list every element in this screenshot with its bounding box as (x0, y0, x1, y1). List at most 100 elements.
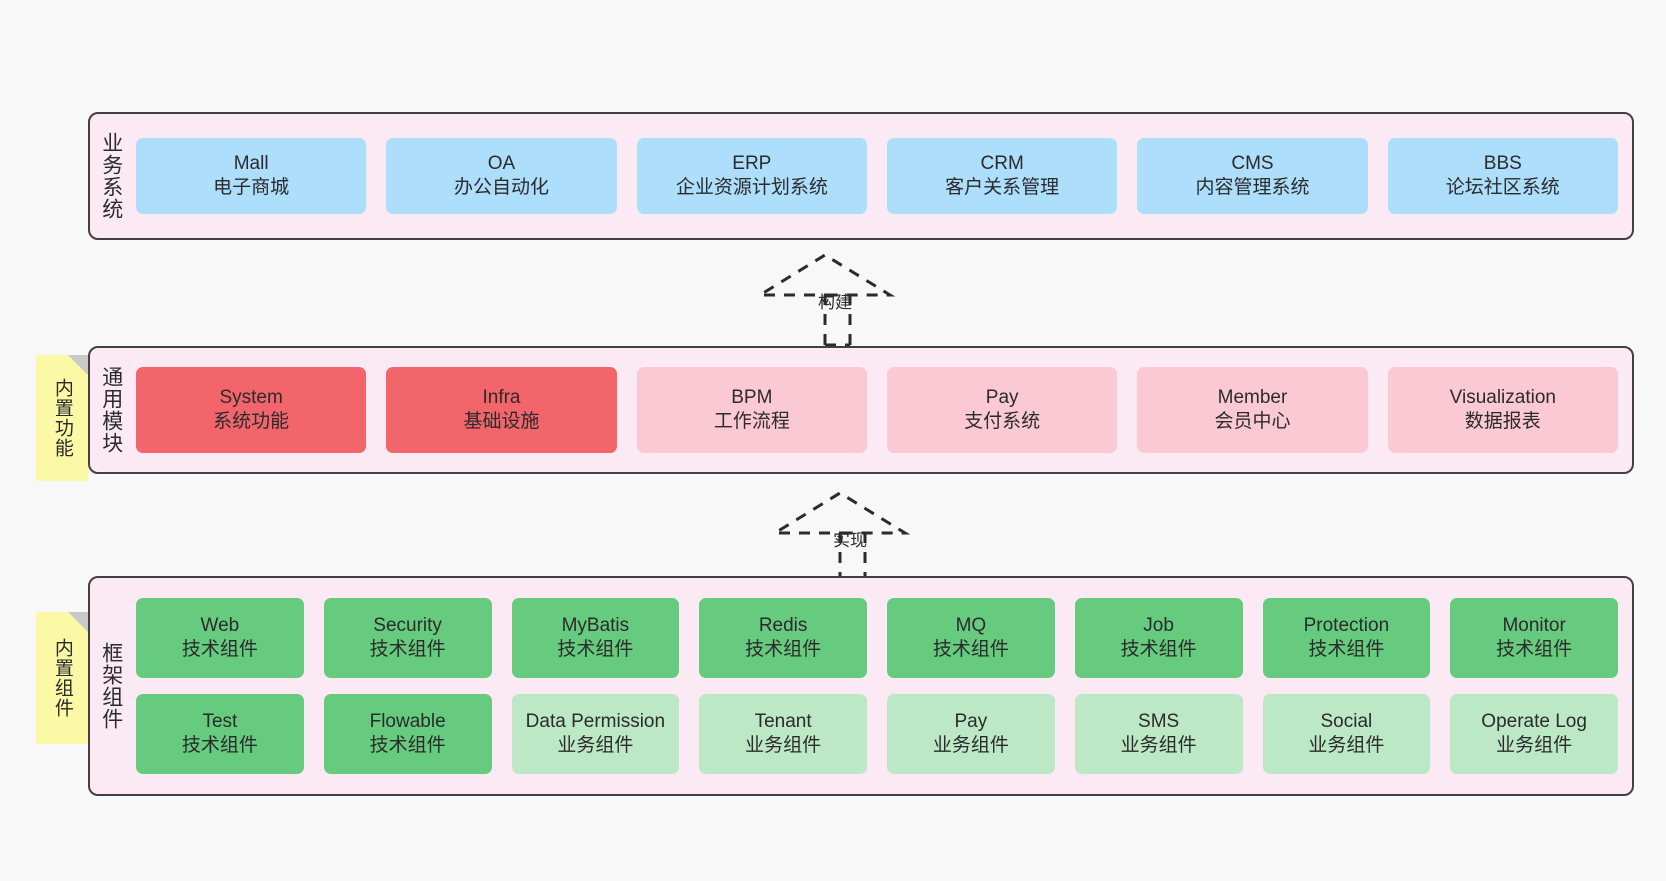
layer-row: Web 技术组件 Security 技术组件 MyBatis 技术组件 Redi… (136, 598, 1618, 678)
layer-body-business: Mall 电子商城 OA 办公自动化 ERP 企业资源计划系统 CRM 客户关系… (132, 114, 1632, 238)
card-security[interactable]: Security 技术组件 (323, 598, 492, 678)
card-subtitle: 基础设施 (463, 411, 540, 432)
card-subtitle: 业务组件 (557, 735, 634, 756)
card-title: Data Permission (525, 710, 666, 732)
arrow-build-shape (754, 253, 896, 347)
layer-framework-components: 框架组件 Web 技术组件 Security 技术组件 MyBatis 技术组件… (88, 576, 1634, 796)
card-sms[interactable]: SMS 业务组件 (1074, 694, 1243, 774)
generalization-arrow-icon (769, 491, 911, 583)
arrow-implement: 实现 (755, 488, 955, 588)
layer-business-system: 业务系统 Mall 电子商城 OA 办公自动化 ERP 企业资源计划系统 CRM… (88, 112, 1634, 240)
card-title: SMS (1138, 710, 1180, 732)
card-protection[interactable]: Protection 技术组件 (1262, 598, 1431, 678)
card-subtitle: 企业资源计划系统 (675, 177, 828, 198)
card-bbs[interactable]: BBS 论坛社区系统 (1387, 138, 1618, 214)
card-cms[interactable]: CMS 内容管理系统 (1137, 138, 1368, 214)
layer-title-business: 业务系统 (99, 132, 123, 220)
layer-common-modules: 通用模块 System 系统功能 Infra 基础设施 BPM 工作流程 Pay… (88, 346, 1634, 474)
card-subtitle: 电子商城 (213, 177, 290, 198)
card-subtitle: 会员中心 (1214, 411, 1291, 432)
sticky-note-builtin-function: 内置功能 (36, 355, 88, 481)
sticky-note-builtin-component: 内置组件 (36, 612, 88, 744)
card-redis[interactable]: Redis 技术组件 (699, 598, 867, 678)
layer-title-modules: 通用模块 (99, 366, 123, 454)
generalization-arrow-icon (754, 253, 896, 345)
card-title: MQ (955, 614, 987, 636)
card-subtitle: 系统功能 (213, 411, 290, 432)
layer-body-framework: Web 技术组件 Security 技术组件 MyBatis 技术组件 Redi… (132, 578, 1632, 794)
card-title: BPM (731, 386, 773, 408)
card-title: System (219, 386, 283, 408)
card-subtitle: 技术组件 (369, 735, 446, 756)
layer-row: System 系统功能 Infra 基础设施 BPM 工作流程 Pay 支付系统… (136, 367, 1618, 453)
card-title: Infra (482, 386, 521, 408)
card-title: Social (1320, 710, 1373, 732)
card-tenant[interactable]: Tenant 业务组件 (699, 694, 867, 774)
card-subtitle: 技术组件 (181, 639, 258, 660)
card-title: OA (487, 152, 516, 174)
card-erp[interactable]: ERP 企业资源计划系统 (636, 138, 867, 214)
layer-row: Mall 电子商城 OA 办公自动化 ERP 企业资源计划系统 CRM 客户关系… (136, 138, 1618, 214)
arrow-label-build: 构建 (818, 293, 852, 312)
card-flowable[interactable]: Flowable 技术组件 (323, 694, 492, 774)
card-web[interactable]: Web 技术组件 (136, 598, 304, 678)
card-title: CMS (1231, 152, 1274, 174)
card-infra[interactable]: Infra 基础设施 (386, 367, 617, 453)
card-title: Monitor (1502, 614, 1566, 636)
card-pay-component[interactable]: Pay 业务组件 (887, 694, 1055, 774)
card-operate-log[interactable]: Operate Log 业务组件 (1450, 694, 1618, 774)
card-subtitle: 办公自动化 (453, 177, 549, 198)
card-crm[interactable]: CRM 客户关系管理 (886, 138, 1118, 214)
card-title: BBS (1483, 152, 1522, 174)
card-data-permission[interactable]: Data Permission 业务组件 (511, 694, 680, 774)
card-member[interactable]: Member 会员中心 (1137, 367, 1368, 453)
card-system[interactable]: System 系统功能 (136, 367, 367, 453)
card-subtitle: 工作流程 (713, 411, 790, 432)
layer-body-modules: System 系统功能 Infra 基础设施 BPM 工作流程 Pay 支付系统… (132, 348, 1632, 472)
card-subtitle: 技术组件 (1496, 639, 1573, 660)
card-subtitle: 业务组件 (932, 735, 1009, 756)
card-subtitle: 论坛社区系统 (1445, 177, 1560, 198)
card-visualization[interactable]: Visualization 数据报表 (1387, 367, 1618, 453)
card-subtitle: 技术组件 (1120, 639, 1197, 660)
card-subtitle: 业务组件 (1120, 735, 1197, 756)
card-title: Redis (758, 614, 808, 636)
card-subtitle: 内容管理系统 (1195, 177, 1310, 198)
layer-title-framework: 框架组件 (99, 642, 123, 730)
card-title: MyBatis (561, 614, 630, 636)
card-subtitle: 数据报表 (1464, 411, 1541, 432)
card-subtitle: 业务组件 (745, 735, 822, 756)
card-social[interactable]: Social 业务组件 (1262, 694, 1431, 774)
card-title: Protection (1303, 614, 1390, 636)
card-subtitle: 支付系统 (964, 411, 1041, 432)
card-subtitle: 技术组件 (369, 639, 446, 660)
card-bpm[interactable]: BPM 工作流程 (636, 367, 867, 453)
card-title: ERP (732, 152, 772, 174)
card-title: Job (1143, 614, 1174, 636)
card-title: Visualization (1449, 386, 1556, 408)
card-subtitle: 业务组件 (1496, 735, 1573, 756)
card-subtitle: 业务组件 (1308, 735, 1385, 756)
card-subtitle: 客户关系管理 (945, 177, 1060, 198)
card-title: Test (202, 710, 238, 732)
arrow-label-implement: 实现 (833, 531, 867, 550)
card-title: Operate Log (1481, 710, 1587, 732)
card-title: Security (373, 614, 442, 636)
card-subtitle: 技术组件 (181, 735, 258, 756)
card-oa[interactable]: OA 办公自动化 (386, 138, 617, 214)
card-pay-module[interactable]: Pay 支付系统 (886, 367, 1118, 453)
card-monitor[interactable]: Monitor 技术组件 (1450, 598, 1618, 678)
card-job[interactable]: Job 技术组件 (1074, 598, 1243, 678)
card-title: Flowable (369, 710, 446, 732)
card-test[interactable]: Test 技术组件 (136, 694, 304, 774)
card-subtitle: 技术组件 (932, 639, 1009, 660)
card-title: Web (200, 614, 240, 636)
arrow-build: 构建 (740, 250, 940, 350)
card-mybatis[interactable]: MyBatis 技术组件 (511, 598, 680, 678)
card-mq[interactable]: MQ 技术组件 (887, 598, 1055, 678)
card-title: Pay (954, 710, 988, 732)
layer-row: Test 技术组件 Flowable 技术组件 Data Permission … (136, 694, 1618, 774)
card-title: Member (1217, 386, 1288, 408)
card-title: Pay (985, 386, 1019, 408)
card-mall[interactable]: Mall 电子商城 (136, 138, 367, 214)
